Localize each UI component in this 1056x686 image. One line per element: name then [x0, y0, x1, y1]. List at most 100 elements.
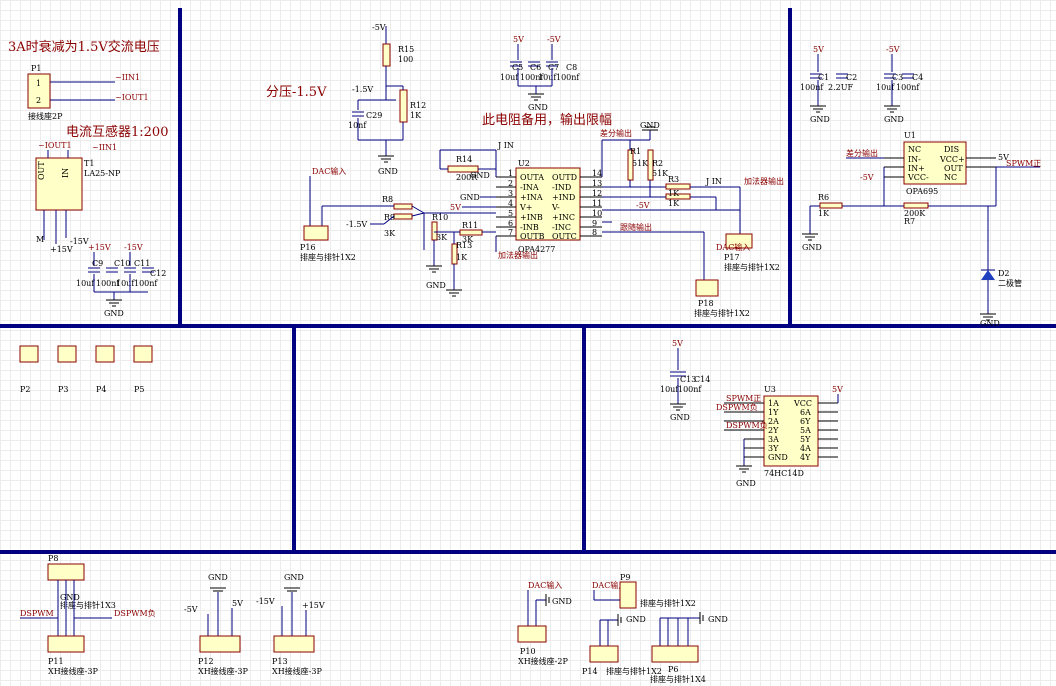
svg-text:IN-: IN-	[908, 155, 921, 164]
note-limiter: 此电阻备用，输出限幅	[482, 112, 612, 128]
svg-text:-5V: -5V	[184, 605, 198, 614]
svg-text:2Y: 2Y	[768, 426, 779, 435]
svg-text:100nf: 100nf	[520, 73, 544, 82]
svg-text:-15V: -15V	[124, 243, 143, 252]
svg-text:DAC输入: DAC输入	[716, 242, 750, 252]
opamp-u1: U1 OPA695 NC IN- IN+ VCC- DIS VCC+ OUT N…	[846, 131, 1041, 206]
svg-text:11: 11	[592, 199, 602, 208]
svg-text:100nf: 100nf	[556, 73, 580, 82]
svg-text:+IND: +IND	[552, 193, 575, 202]
svg-text:LA25-NP: LA25-NP	[84, 169, 121, 178]
svg-text:+INA: +INA	[520, 193, 543, 202]
svg-text:排座与排针1X2: 排座与排针1X2	[606, 666, 662, 676]
svg-text:R2: R2	[652, 159, 663, 168]
opa695-decoupling: 5V -5V C1 C2 C3 C4 100nf 2.2UF 10uf 100n…	[800, 45, 923, 124]
connector-p9-p14: P9 DAC输入 排座与排针1X2 GND P14 排座与排针1X2	[582, 573, 696, 676]
svg-text:GND: GND	[552, 597, 572, 606]
u2-wiring: J IN R14 200R GND 5V R8 R9 3K -1.5V R10 …	[322, 141, 538, 297]
svg-text:GND: GND	[768, 453, 788, 462]
svg-text:P6: P6	[668, 665, 678, 674]
svg-text:GND: GND	[208, 573, 228, 582]
svg-text:P8: P8	[48, 554, 58, 563]
svg-text:OUT: OUT	[37, 161, 46, 180]
svg-text:R3: R3	[668, 175, 679, 184]
svg-text:U3: U3	[764, 385, 776, 394]
svg-text:DAC输入: DAC输入	[528, 580, 562, 590]
svg-text:+15V: +15V	[50, 245, 73, 254]
svg-text:4A: 4A	[800, 444, 811, 453]
svg-text:P11: P11	[48, 657, 64, 666]
svg-text:3: 3	[508, 189, 513, 198]
svg-text:P16: P16	[300, 243, 316, 252]
svg-text:R1: R1	[630, 147, 641, 156]
svg-text:P4: P4	[96, 385, 106, 394]
svg-text:VCC: VCC	[793, 399, 812, 408]
svg-text:GND: GND	[460, 193, 480, 202]
svg-text:6A: 6A	[800, 408, 811, 417]
svg-text:+INB: +INB	[520, 213, 543, 222]
svg-text:GND: GND	[640, 121, 660, 130]
svg-text:排座与排针1X2: 排座与排针1X2	[640, 598, 696, 608]
svg-text:3K: 3K	[462, 235, 474, 244]
svg-text:DSPWM负: DSPWM负	[726, 420, 768, 430]
sensor-t1: ~IOUT1 ~IIN1 T1 LA25-NP OUT IN M -15V +1…	[35, 141, 121, 254]
svg-text:P5: P5	[134, 385, 144, 394]
svg-text:XH接线座-3P: XH接线座-3P	[272, 666, 322, 676]
svg-text:P1: P1	[31, 64, 41, 73]
svg-text:5V: 5V	[832, 385, 843, 394]
svg-text:GND: GND	[708, 615, 728, 624]
opa4277-decoupling: 5V -5V 10uf 100nf 10uf 100nf C5 C6 C7 C8…	[500, 35, 580, 112]
svg-text:GND: GND	[884, 115, 904, 124]
svg-text:2: 2	[36, 96, 41, 105]
svg-text:二极管: 二极管	[998, 278, 1022, 288]
svg-text:R8: R8	[382, 195, 393, 204]
svg-text:6: 6	[508, 219, 513, 228]
decoupling-caps-15v: +15V -15V C9 C10 C11 C12 10uf 100nf 10uf…	[76, 243, 166, 318]
svg-text:GND: GND	[626, 615, 646, 624]
svg-text:12: 12	[592, 189, 602, 198]
u3-decoupling: 5V C13 C14 10uf 100nf GND	[660, 339, 710, 422]
svg-text:T1: T1	[84, 159, 94, 168]
svg-text:3K: 3K	[436, 233, 448, 242]
svg-text:DSPWM负: DSPWM负	[716, 402, 758, 412]
svg-text:~IOUT1: ~IOUT1	[38, 141, 72, 150]
svg-text:R13: R13	[456, 241, 472, 250]
svg-text:C4: C4	[912, 73, 923, 82]
svg-text:2.2UF: 2.2UF	[828, 83, 853, 92]
svg-text:GND: GND	[528, 103, 548, 112]
svg-text:加法器输出: 加法器输出	[744, 176, 784, 186]
svg-text:DSPWM: DSPWM	[20, 609, 54, 618]
svg-text:GND: GND	[810, 115, 830, 124]
svg-text:10uf: 10uf	[76, 279, 95, 288]
svg-text:GND: GND	[426, 281, 446, 290]
svg-text:SPWM正: SPWM正	[1006, 159, 1041, 168]
svg-text:接线座2P: 接线座2P	[28, 111, 63, 121]
opa695-feedback: R6 1K 200K R7 GND D2 二极管 GND	[802, 193, 1022, 328]
svg-text:74HC14D: 74HC14D	[764, 469, 804, 478]
svg-text:P12: P12	[198, 657, 214, 666]
svg-text:10uf: 10uf	[876, 83, 895, 92]
svg-text:1K: 1K	[818, 209, 830, 218]
svg-text:3A: 3A	[768, 435, 779, 444]
svg-text:GND: GND	[736, 479, 756, 488]
svg-text:100nf: 100nf	[96, 279, 120, 288]
svg-text:5A: 5A	[800, 426, 811, 435]
svg-text:GND: GND	[284, 573, 304, 582]
svg-text:OUTD: OUTD	[552, 173, 577, 182]
svg-text:GND: GND	[670, 413, 690, 422]
svg-text:P18: P18	[698, 299, 714, 308]
svg-text:C10: C10	[114, 259, 130, 268]
svg-text:OPA4277: OPA4277	[518, 245, 555, 254]
svg-text:5V: 5V	[813, 45, 824, 54]
svg-text:C6: C6	[530, 63, 541, 72]
svg-text:SPWM正: SPWM正	[726, 394, 761, 403]
svg-text:U2: U2	[518, 159, 530, 168]
svg-text:C7: C7	[548, 63, 559, 72]
svg-text:100: 100	[398, 55, 413, 64]
svg-text:OUTC: OUTC	[552, 232, 577, 241]
svg-text:V-: V-	[551, 203, 560, 212]
svg-text:1Y: 1Y	[768, 408, 779, 417]
connector-p1: P1 1 2 接线座2P ~IIN1 ~IOUT1	[27, 64, 149, 121]
svg-text:NC: NC	[944, 173, 957, 182]
